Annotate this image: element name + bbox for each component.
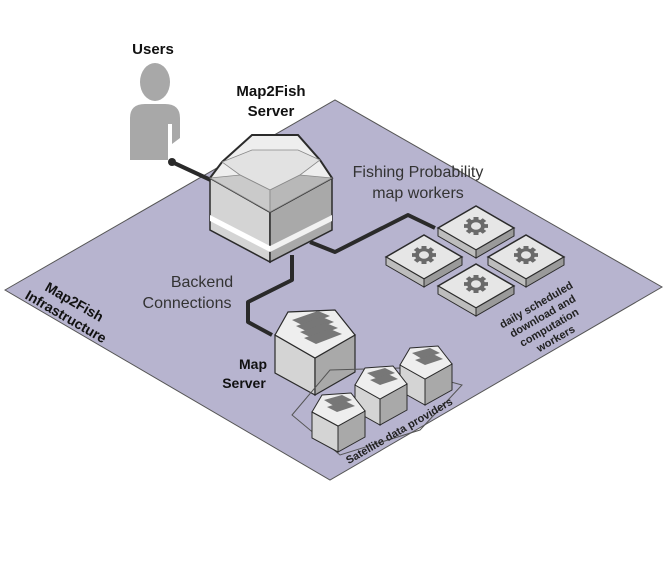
gear-worker-icon bbox=[486, 234, 566, 288]
satellite-server-icon bbox=[354, 365, 408, 426]
workers-connection-line bbox=[309, 213, 436, 254]
gear-worker-icon bbox=[384, 234, 464, 288]
gear-worker-icon bbox=[436, 205, 516, 259]
octagon-server-icon bbox=[208, 134, 334, 264]
satellite-servers bbox=[291, 345, 463, 456]
user-connection-endpoint bbox=[168, 158, 176, 166]
backend-connection-line bbox=[246, 255, 294, 337]
workers-label-line2: map workers bbox=[372, 185, 464, 202]
workers-label-line1: Fishing Probability bbox=[353, 164, 484, 181]
satellite-server-icon bbox=[399, 345, 453, 406]
gear-workers bbox=[384, 205, 566, 317]
server-label-line1: Map2Fish bbox=[236, 83, 305, 100]
satellite-server-icon bbox=[311, 392, 366, 453]
user-silhouette-icon bbox=[130, 63, 180, 160]
map-server-icon bbox=[274, 309, 356, 397]
gear-worker-icon bbox=[436, 263, 516, 317]
backend-label-line2: Connections bbox=[143, 295, 232, 312]
map-server-label-line2: Server bbox=[222, 375, 266, 391]
users-label: Users bbox=[132, 41, 174, 58]
backend-label-line1: Backend bbox=[171, 274, 233, 291]
server-label-line2: Server bbox=[248, 103, 295, 120]
map-server-label-line1: Map bbox=[239, 356, 267, 372]
user-connection-line bbox=[170, 160, 217, 184]
